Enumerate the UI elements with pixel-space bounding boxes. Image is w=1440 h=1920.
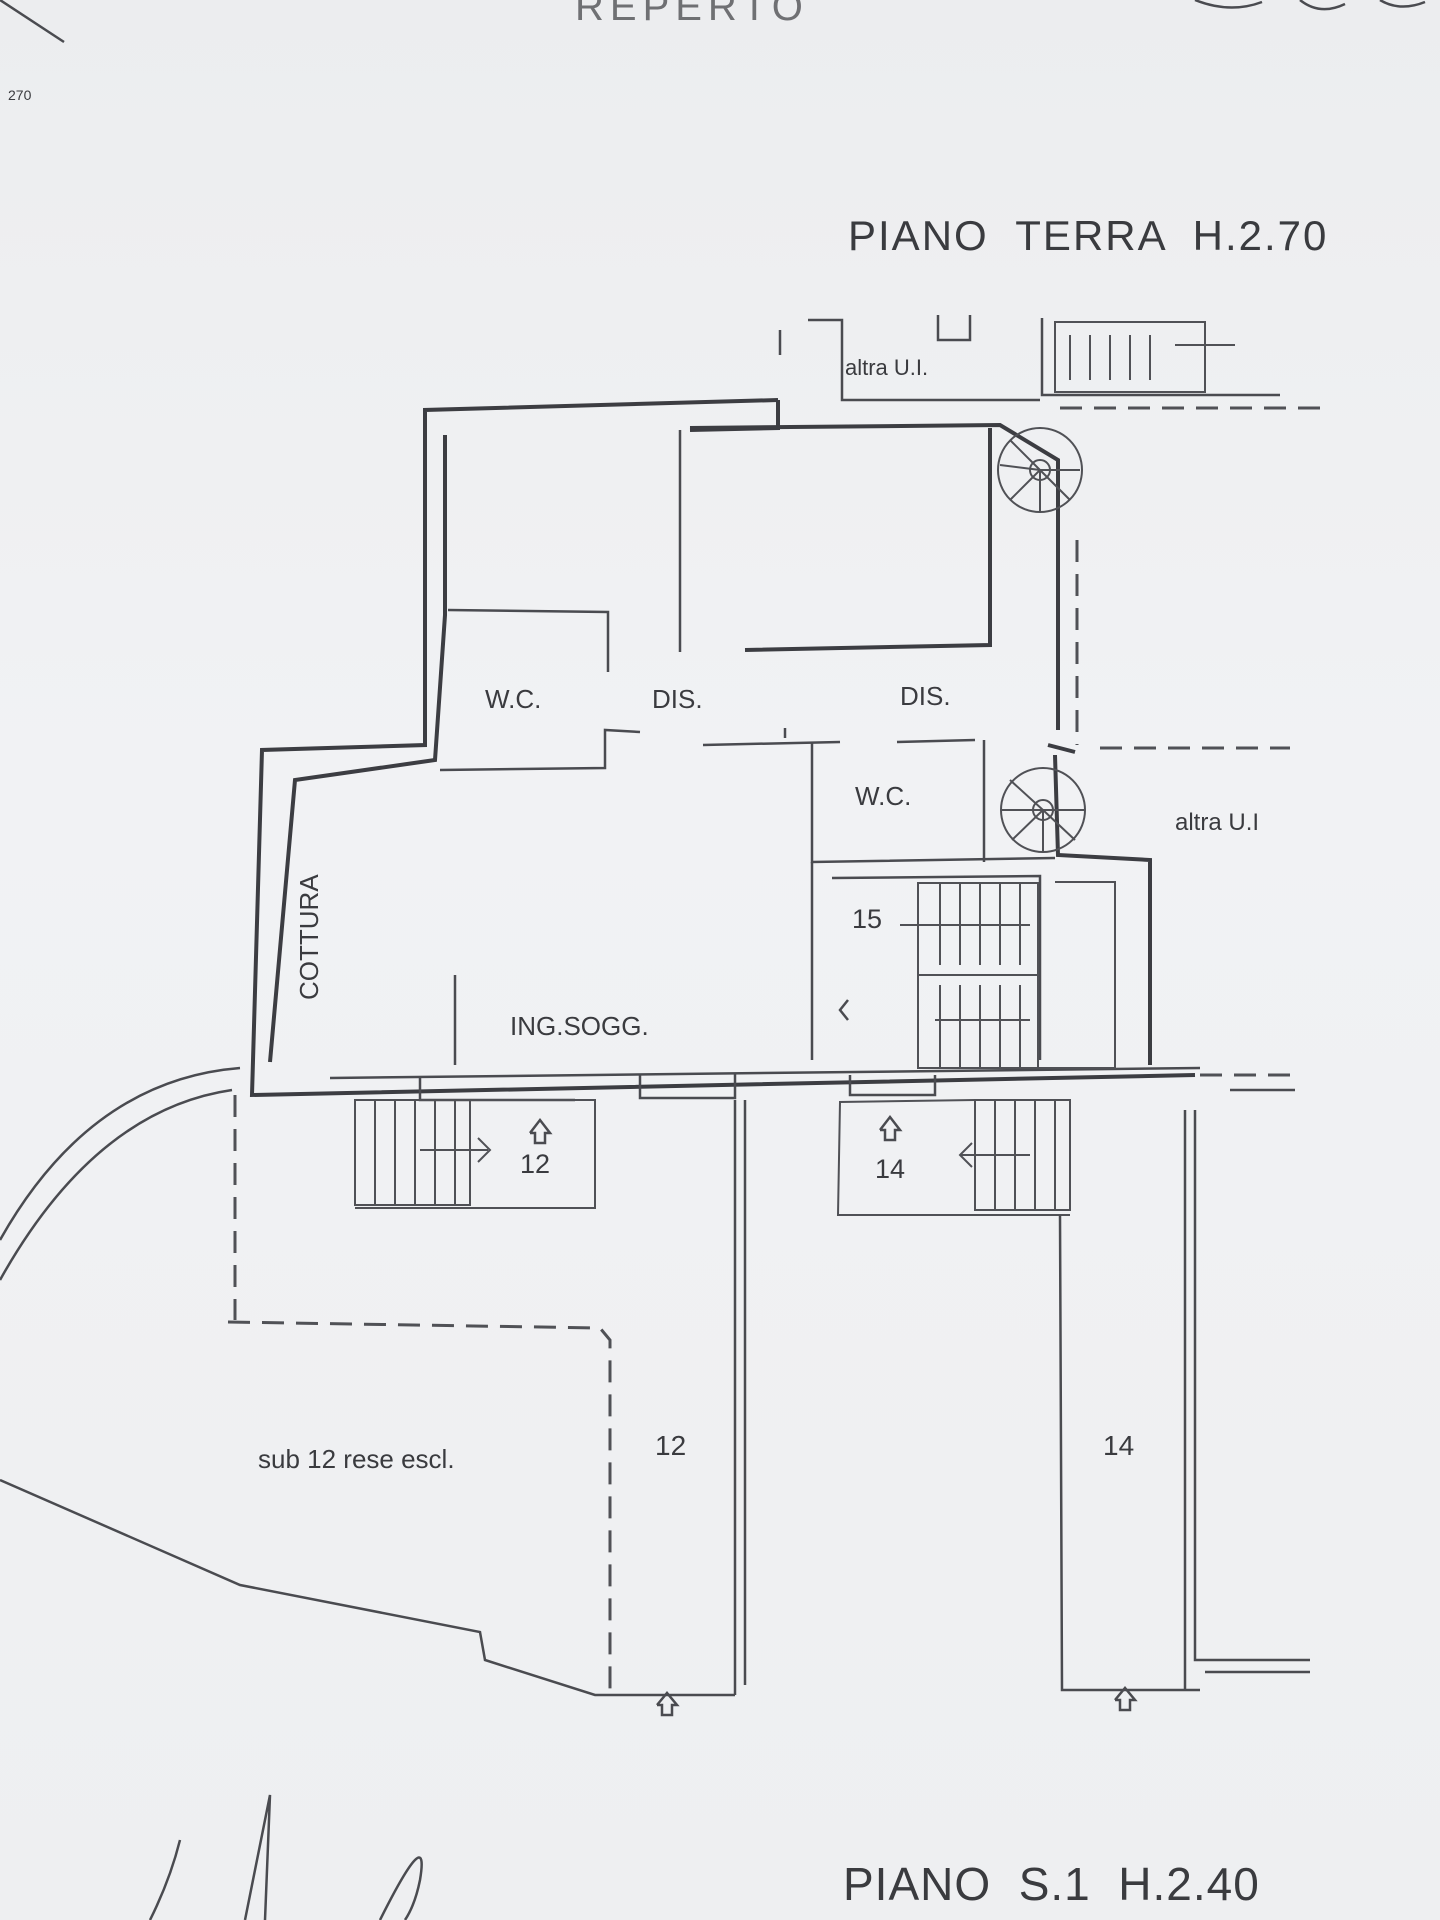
corner-mark xyxy=(0,0,65,44)
basement-floor-title: PIANO S.1 H.2.40 xyxy=(843,1858,1260,1910)
spiral-stair-top xyxy=(997,427,1083,513)
dis-left-label: DIS. xyxy=(652,684,703,714)
other-unit-top-label: altra U.I. xyxy=(845,355,928,380)
ground-floor xyxy=(249,315,1320,1216)
garage-14-number: 14 xyxy=(1103,1430,1134,1461)
stair-12 xyxy=(354,1099,596,1209)
spiral-stair-bottom xyxy=(1000,767,1086,853)
garage-12-number: 12 xyxy=(655,1430,686,1461)
dis-right-label: DIS. xyxy=(900,681,951,711)
wc-right-label: W.C. xyxy=(855,781,911,811)
stair-14 xyxy=(836,1099,1071,1216)
handwritten-signature xyxy=(148,1794,423,1920)
ing-sogg-label: ING.SOGG. xyxy=(510,1011,649,1041)
header-partial-title: REPERTO xyxy=(575,0,809,29)
stair-15 xyxy=(900,881,1116,1069)
wc-left-label: W.C. xyxy=(485,684,541,714)
stair-15-number: 15 xyxy=(852,904,882,934)
top-signature xyxy=(1194,0,1426,11)
cottura-label: COTTURA xyxy=(294,874,324,1000)
basement-floor xyxy=(0,1066,1310,1717)
stair-14-number: 14 xyxy=(875,1154,905,1184)
sub12-note: sub 12 rese escl. xyxy=(258,1444,455,1474)
ground-floor-title: PIANO TERRA H.2.70 xyxy=(848,212,1328,259)
page-number: 270 xyxy=(8,87,32,103)
other-unit-right-label: altra U.I xyxy=(1175,809,1259,836)
stair-12-number: 12 xyxy=(520,1149,550,1179)
